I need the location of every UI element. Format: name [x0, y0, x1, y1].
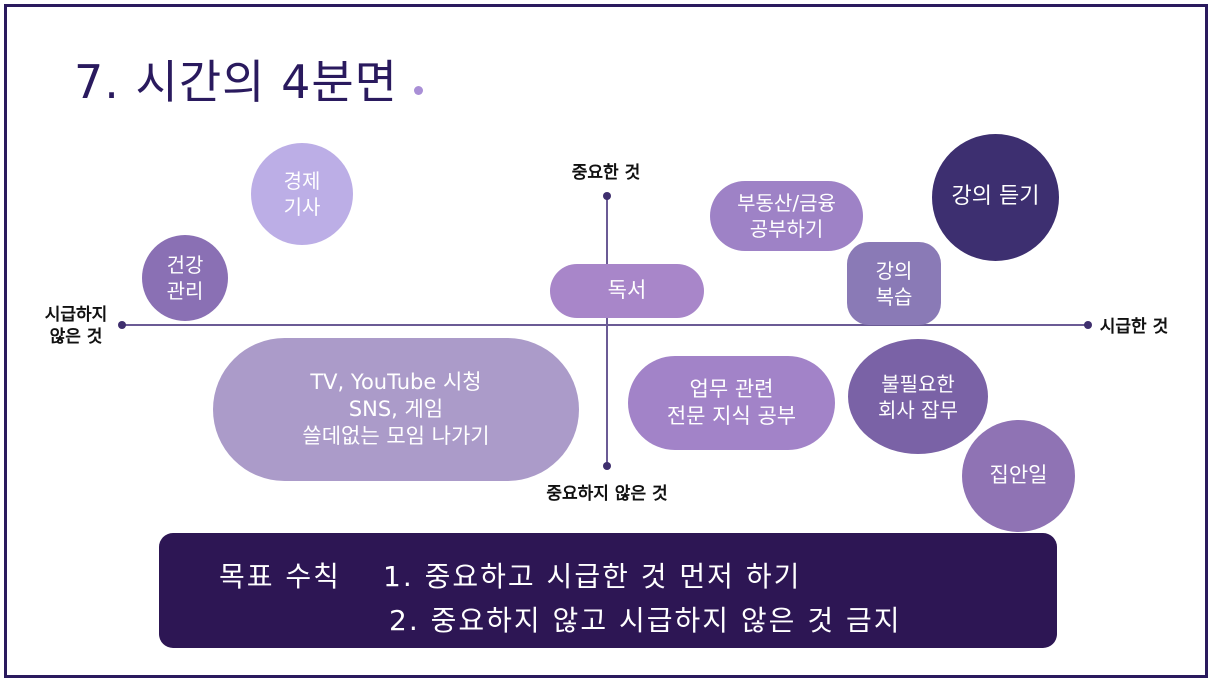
axis-top-end — [603, 192, 611, 200]
slide-title: 7. 시간의 4분면 — [74, 55, 398, 109]
goal-rule-2: 2. 중요하지 않고 시급하지 않은 것 금지 — [389, 604, 902, 637]
title-accent-dot — [414, 86, 423, 95]
urgency-axis — [121, 324, 1088, 326]
bubble-work-study: 업무 관련 전문 지식 공부 — [628, 356, 835, 450]
axis-left-end — [118, 321, 126, 329]
bubble-review: 강의 복습 — [847, 242, 941, 325]
goal-box: 목표 수칙 1. 중요하고 시급한 것 먼저 하기 2. 중요하지 않고 시급하… — [159, 533, 1057, 648]
axis-label-urgent: 시급한 것 — [1099, 317, 1169, 337]
bubble-real-estate: 부동산/금융 공부하기 — [710, 181, 863, 251]
bubble-health: 건강 관리 — [142, 235, 228, 321]
bubble-time-wasters: TV, YouTube 시청 SNS, 게임 쓸데없는 모임 나가기 — [213, 338, 579, 481]
bubble-office-chores: 불필요한 회사 잡무 — [848, 339, 988, 454]
bubble-lecture: 강의 듣기 — [932, 134, 1059, 261]
bubble-housework: 집안일 — [962, 420, 1075, 532]
bubble-economy-news: 경제 기사 — [251, 143, 353, 245]
axis-label-important: 중요한 것 — [571, 163, 641, 183]
importance-axis — [606, 196, 608, 468]
axis-right-end — [1084, 321, 1092, 329]
bubble-reading: 독서 — [550, 264, 704, 318]
axis-label-not-important: 중요하지 않은 것 — [546, 484, 668, 504]
axis-bottom-end — [603, 462, 611, 470]
slide-frame — [4, 4, 1208, 678]
goal-heading: 목표 수칙 — [219, 560, 341, 593]
axis-label-not-urgent: 시급하지 않은 것 — [44, 305, 108, 347]
goal-rule-1: 1. 중요하고 시급한 것 먼저 하기 — [383, 560, 802, 593]
